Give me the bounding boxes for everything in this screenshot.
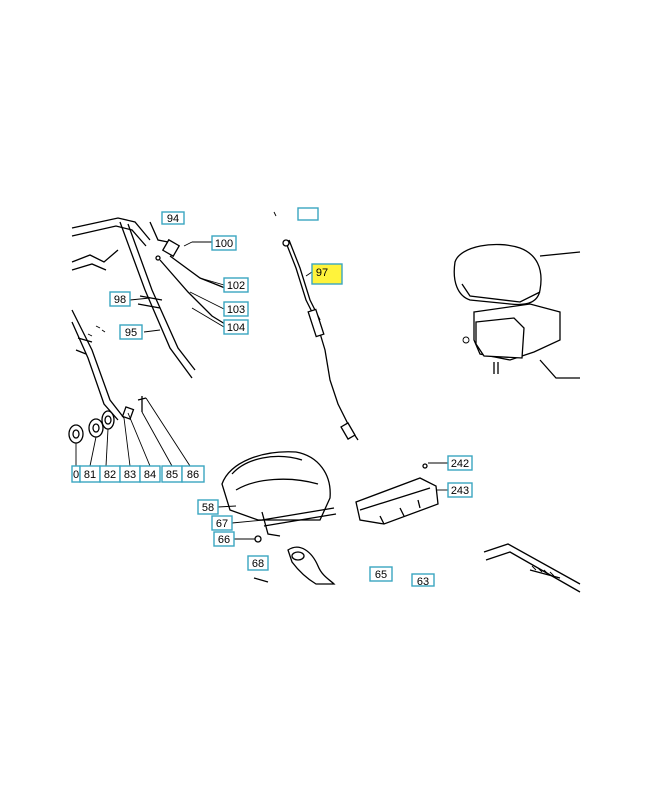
label-68: 68	[247, 555, 269, 571]
label-83-text: 83	[124, 469, 136, 481]
label-84: 84	[139, 465, 161, 483]
label-97: 97	[311, 263, 343, 285]
handle-assembly	[71, 217, 226, 421]
label-84-text: 84	[144, 469, 156, 481]
label-82-text: 82	[104, 469, 116, 481]
label-242: 242	[447, 455, 473, 471]
cutting-blade	[253, 546, 336, 585]
label-85: 85	[161, 465, 183, 483]
label-98-text: 98	[114, 294, 126, 306]
label-65: 65	[369, 566, 393, 582]
label-97-text: 97	[316, 267, 328, 279]
label-85-text: 85	[166, 469, 178, 481]
label-95: 95	[119, 324, 143, 340]
roller-cover	[355, 463, 439, 525]
rear-cover	[221, 451, 331, 537]
label-68-text: 68	[252, 558, 264, 570]
label-81: 81	[79, 465, 101, 483]
label-100-text: 100	[215, 238, 233, 250]
label-partial-top	[297, 207, 319, 221]
label-104-text: 104	[227, 322, 245, 334]
label-95-text: 95	[125, 327, 137, 339]
label-67-text: 67	[216, 518, 228, 530]
label-80: 0	[71, 465, 81, 483]
label-58: 58	[197, 499, 219, 515]
label-58-text: 58	[202, 502, 214, 514]
label-242-text: 242	[451, 458, 469, 470]
label-66: 66	[213, 531, 235, 547]
label-102-text: 102	[227, 280, 245, 292]
label-81-text: 81	[84, 469, 96, 481]
label-243-text: 243	[451, 485, 469, 497]
label-67: 67	[211, 515, 233, 531]
label-82: 82	[99, 465, 121, 483]
label-94: 94	[161, 211, 185, 225]
label-65-text: 65	[375, 569, 387, 581]
label-103-text: 103	[227, 304, 245, 316]
label-94-text: 94	[167, 213, 179, 225]
label-98: 98	[109, 291, 131, 307]
part-labels: 94 100 97 102 98 103 104	[71, 207, 473, 588]
label-86-text: 86	[187, 469, 199, 481]
label-63: 63	[411, 573, 435, 588]
engine	[453, 243, 581, 379]
label-86: 86	[181, 465, 205, 483]
leader-lines	[75, 241, 448, 540]
control-cable	[273, 211, 359, 441]
chassis-frame	[483, 543, 581, 593]
label-80-text: 0	[73, 469, 79, 481]
label-243: 243	[447, 482, 473, 498]
label-103: 103	[223, 301, 249, 317]
label-83: 83	[119, 465, 141, 483]
label-104: 104	[223, 319, 249, 335]
label-63-text: 63	[417, 576, 429, 588]
label-66-text: 66	[218, 534, 230, 546]
label-102: 102	[223, 277, 249, 293]
label-100: 100	[211, 235, 237, 251]
